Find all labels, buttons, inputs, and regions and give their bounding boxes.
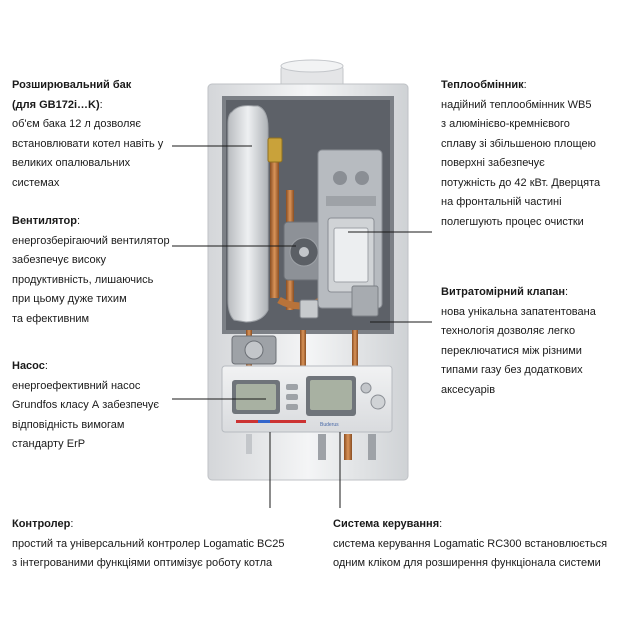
valve-desc-line: переключатися між різними: [441, 344, 582, 357]
control-system-title: Система керування: [333, 518, 440, 530]
fan-desc-line: забезпечує високу: [12, 254, 107, 266]
fan-unit: [283, 221, 325, 281]
fan-desc-line: та ефективним: [12, 312, 90, 325]
pump-desc-line: стандарту ErP: [12, 438, 86, 450]
heat-exchanger-desc-line: з алюмінієво-кремнієвого: [441, 118, 570, 130]
control-system-desc-line: одним кліком для розширення функціонала …: [333, 557, 601, 569]
control-panel: [221, 365, 393, 433]
heat-exchanger-title: Теплообмінник: [441, 79, 524, 91]
fan-desc-line: продуктивність, лишаючись: [12, 273, 154, 286]
pump-desc-line: відповідність вимогам: [12, 418, 125, 431]
tank-desc-line: встановлювати котел навіть у: [12, 137, 164, 150]
flue-outlet: [280, 59, 344, 89]
pump-title: Насос: [12, 360, 45, 372]
heat-exchanger: [317, 149, 383, 309]
tank-desc-line: об'єм бака 12 л дозволяє: [12, 118, 141, 130]
controller-title: Контролер: [12, 518, 71, 530]
pump-desc-line: енергоефективний насос: [12, 379, 141, 392]
pump-desc-line: Grundfos класу А забезпечує: [12, 399, 160, 411]
brand-label: Buderus: [320, 422, 339, 428]
tank-callout: Розширювальний бак (для GB172i…K): об'єм…: [12, 76, 202, 193]
heat-exchanger-desc-line: поверхні забезпечує: [441, 157, 545, 169]
pump-callout: Насос: енергоефективний насос Grundfos к…: [12, 357, 202, 455]
heat-exchanger-desc-line: на фронтальній частині: [441, 196, 562, 208]
leader-lines: [172, 145, 432, 508]
tank-desc-line: системах: [12, 176, 60, 189]
valve-desc-line: нова унікальна запатентована: [441, 305, 596, 318]
bottom-connections: [246, 434, 376, 460]
gas-valve: [299, 285, 379, 319]
expansion-tank: [227, 105, 269, 323]
fan-title: Вентилятор: [12, 215, 77, 227]
valve-desc-line: технологія дозволяє легко: [441, 325, 576, 337]
fan-desc-line: енергозберігаючий вентилятор: [12, 234, 170, 247]
tank-title-line2: (для GB172i…K): [12, 98, 100, 111]
fan-callout: Вентилятор: енергозберігаючий вентилятор…: [12, 212, 202, 329]
control-system-desc-line: система керування Logamatic RC300 встано…: [333, 537, 608, 550]
valve-desc-line: типами газу без додаткових: [441, 364, 583, 376]
heat-exchanger-desc-line: надійний теплообмінник WB5: [441, 98, 592, 111]
tank-desc-line: великих опалювальних: [12, 157, 131, 169]
valve-desc-line: аксесуарів: [441, 383, 496, 396]
controller-desc-line: з інтегрованими функціями оптимізує робо…: [12, 557, 273, 569]
heat-exchanger-desc-line: полегшують процес очистки: [441, 215, 584, 228]
heat-exchanger-callout: Теплообмінник: надійний теплообмінник WB…: [441, 76, 630, 232]
valve-title: Витратомірний клапан: [441, 286, 566, 298]
heat-exchanger-desc-line: потужність до 42 кВт. Дверцята: [441, 176, 601, 189]
controller-callout: Контролер: простий та універсальний конт…: [12, 515, 322, 574]
heat-exchanger-desc-line: сплаву зі збільшеною площею: [441, 137, 596, 150]
controller-desc-line: простий та універсальний контролер Logam…: [12, 537, 285, 550]
fan-desc-line: при цьому дуже тихим: [12, 293, 127, 305]
control-system-callout: Система керування: система керування Log…: [333, 515, 630, 574]
pump: [231, 335, 277, 365]
valve-callout: Витратомірний клапан: нова унікальна зап…: [441, 283, 630, 400]
tank-title: Розширювальний бак: [12, 79, 132, 91]
